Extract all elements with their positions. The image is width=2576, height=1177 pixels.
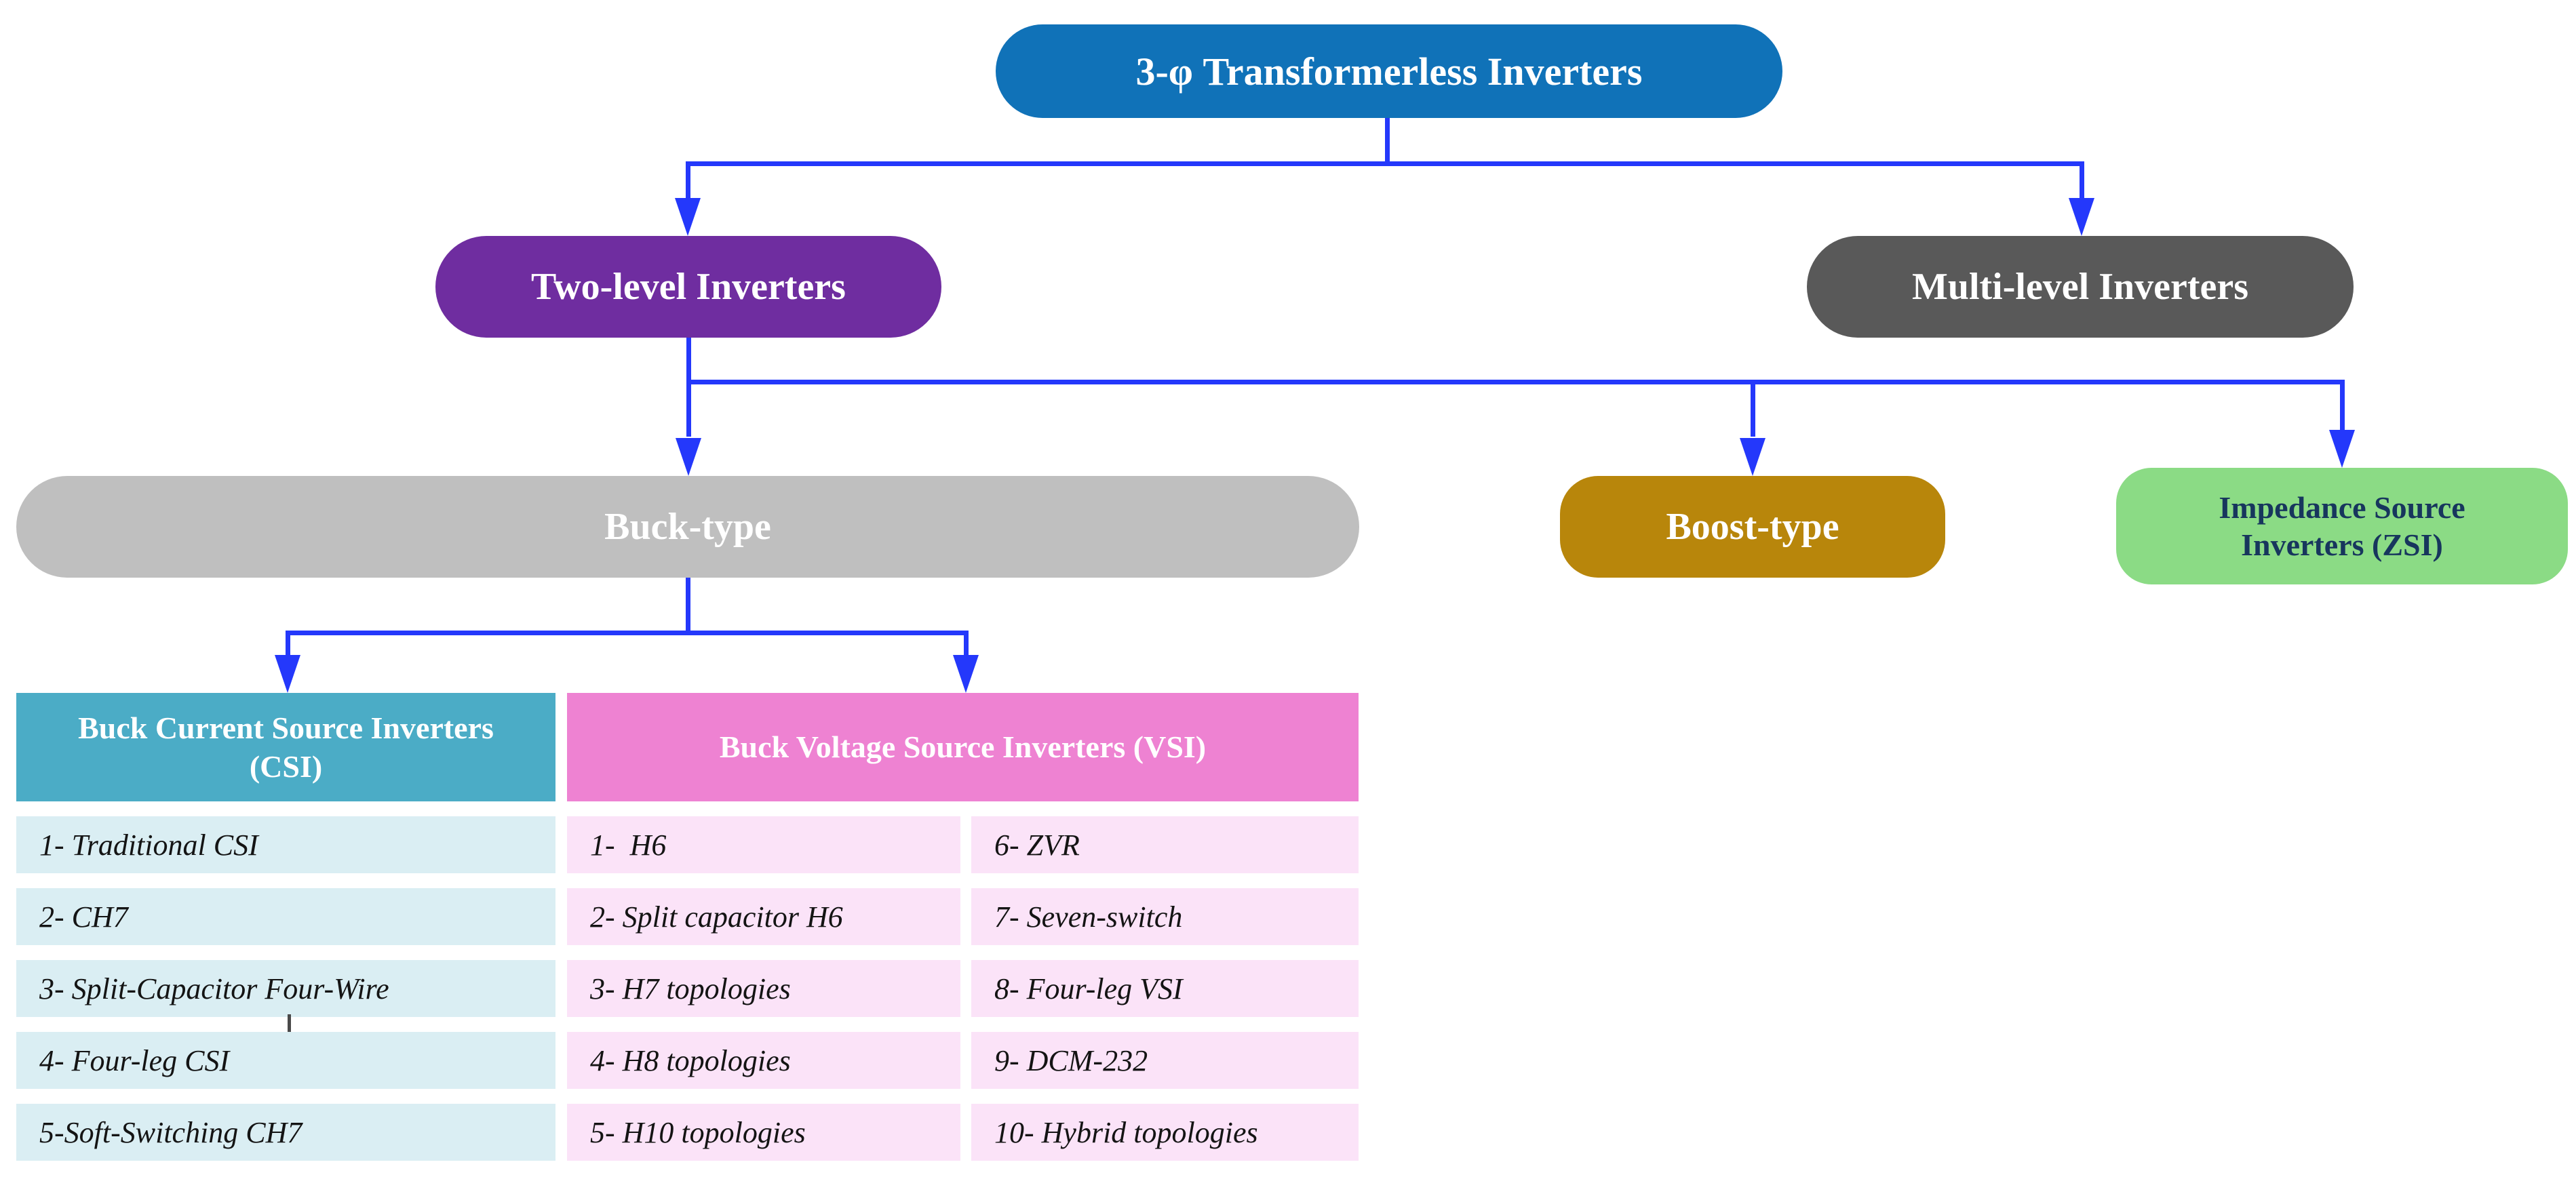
connector-drop-csi — [286, 631, 290, 659]
connector-drop-two-level — [686, 161, 690, 202]
connector-level1-bus — [686, 161, 2084, 166]
node-label: Buck-type — [604, 506, 771, 548]
node-multi-level-inverters: Multi-level Inverters — [1807, 236, 2354, 338]
vsi-list-item: 7- Seven-switch — [971, 888, 1359, 945]
stray-mark — [288, 1014, 291, 1032]
node-root-transformerless-inverters: 3-φ Transformerless Inverters — [996, 24, 1782, 118]
vsi-table-header: Buck Voltage Source Inverters (VSI) — [567, 693, 1359, 801]
csi-list-item: 5-Soft-Switching CH7 — [16, 1104, 555, 1161]
connector-root-stem — [1385, 117, 1390, 163]
vsi-list-item: 9- DCM-232 — [971, 1032, 1359, 1089]
header-label: Buck Voltage Source Inverters (VSI) — [719, 730, 1207, 765]
vsi-list-item: 8- Four-leg VSI — [971, 960, 1359, 1017]
connector-level3-bus — [286, 631, 968, 635]
csi-list-item: 1- Traditional CSI — [16, 816, 555, 873]
node-boost-type: Boost-type — [1560, 476, 1945, 578]
arrow-down-icon — [953, 655, 979, 693]
arrow-down-icon — [676, 438, 701, 476]
vsi-list-item: 2- Split capacitor H6 — [567, 888, 960, 945]
connector-buck-stem — [686, 578, 690, 635]
arrow-down-icon — [1740, 438, 1765, 476]
connector-drop-zsi — [2340, 380, 2345, 431]
arrow-down-icon — [275, 655, 300, 693]
node-impedance-source-inverters: Impedance Source Inverters (ZSI) — [2116, 468, 2568, 584]
vsi-list-item: 5- H10 topologies — [567, 1104, 960, 1161]
csi-list-item: 2- CH7 — [16, 888, 555, 945]
connector-drop-multi-level — [2080, 161, 2084, 202]
csi-list-item: 3- Split-Capacitor Four-Wire — [16, 960, 555, 1017]
node-label: Boost-type — [1666, 506, 1839, 548]
csi-table-header: Buck Current Source Inverters (CSI) — [16, 693, 555, 801]
node-two-level-inverters: Two-level Inverters — [435, 236, 941, 338]
arrow-down-icon — [2329, 430, 2355, 468]
node-label: Multi-level Inverters — [1911, 266, 2249, 308]
vsi-list-item: 10- Hybrid topologies — [971, 1104, 1359, 1161]
connector-drop-buck — [686, 380, 691, 437]
header-label: Buck Current Source Inverters (CSI) — [78, 710, 494, 784]
arrow-down-icon — [675, 198, 701, 236]
vsi-list-item: 6- ZVR — [971, 816, 1359, 873]
connector-drop-boost — [1751, 380, 1755, 437]
arrow-down-icon — [2069, 198, 2094, 236]
vsi-list-item: 3- H7 topologies — [567, 960, 960, 1017]
node-label: Two-level Inverters — [531, 266, 846, 308]
node-label: Impedance Source Inverters (ZSI) — [2219, 490, 2465, 562]
vsi-list-item: 1- H6 — [567, 816, 960, 873]
vsi-list-item: 4- H8 topologies — [567, 1032, 960, 1089]
connector-level2-bus — [686, 380, 2344, 384]
connector-drop-vsi — [964, 631, 969, 659]
node-label: 3-φ Transformerless Inverters — [1135, 49, 1643, 94]
csi-list-item: 4- Four-leg CSI — [16, 1032, 555, 1089]
connector-two-level-stem — [686, 338, 691, 384]
node-buck-type: Buck-type — [16, 476, 1359, 578]
